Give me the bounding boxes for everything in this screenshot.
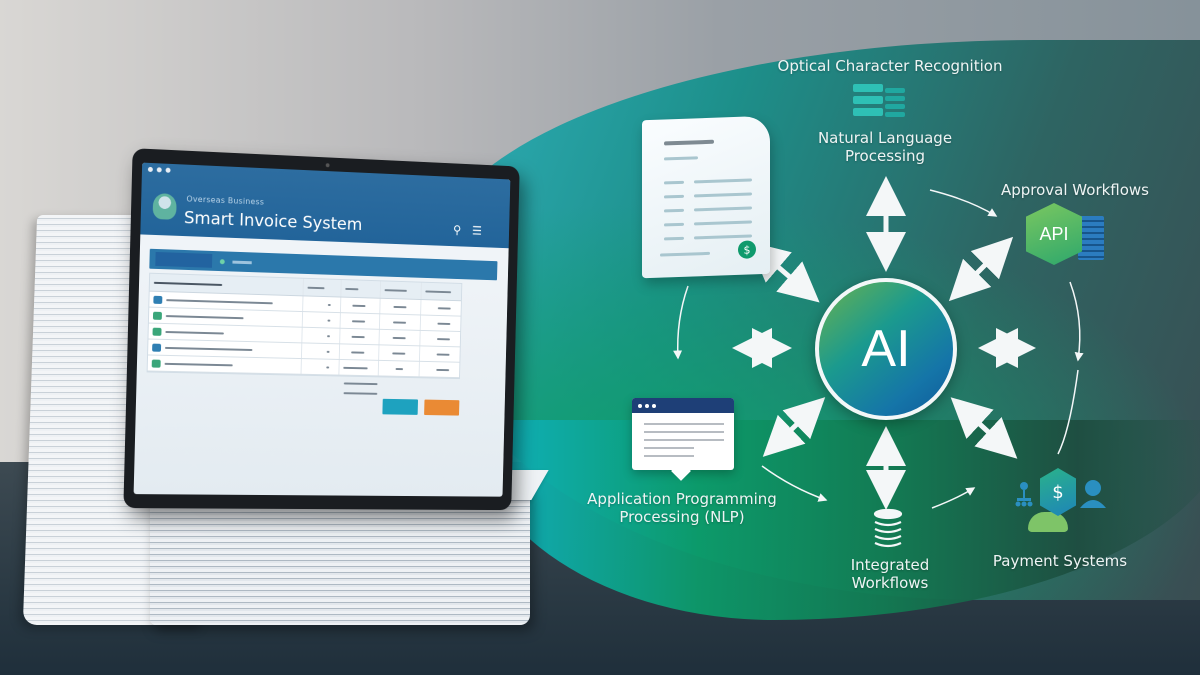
status-dot-icon: [219, 258, 225, 264]
integrated-label: Integrated Workflows: [820, 556, 960, 592]
toolbar-tab[interactable]: [155, 251, 213, 268]
hamburger-menu-icon[interactable]: ☰: [471, 223, 483, 238]
user-icon: [1080, 480, 1106, 508]
api-stack-icon: [1078, 216, 1104, 260]
window-dots: [147, 166, 171, 173]
app-header: Overseas Business Smart Invoice System ⚲…: [140, 162, 511, 249]
app-title: Smart Invoice System: [183, 208, 363, 235]
nlp-label: Natural Language Processing: [780, 129, 990, 165]
database-icon: [873, 508, 903, 548]
ocr-label: Optical Character Recognition: [777, 57, 1003, 75]
api-hexagon-icon: API: [1026, 203, 1082, 265]
nlp-label-line2: Processing: [844, 147, 926, 165]
invoice-document-icon: $: [642, 115, 770, 279]
item-icon: [152, 327, 162, 336]
invoice-totals: [145, 372, 494, 433]
invoice-table: [146, 272, 463, 380]
payment-dollar-icon: $: [1040, 468, 1076, 516]
tablet-screen: Overseas Business Smart Invoice System ⚲…: [133, 162, 511, 497]
person-icon: [1028, 512, 1068, 532]
tablet-device: Overseas Business Smart Invoice System ⚲…: [123, 148, 520, 511]
item-icon: [151, 359, 161, 368]
ocr-scan-icon: [853, 84, 905, 117]
item-icon: [153, 295, 163, 304]
toolbar-label: [232, 260, 252, 264]
item-icon: [152, 311, 162, 320]
people-network-icon: [1015, 482, 1033, 507]
integrated-label-line2: Workflows: [851, 574, 929, 592]
payment-label: Payment Systems: [992, 552, 1128, 570]
item-icon: [152, 343, 162, 352]
ai-hub: AI: [815, 278, 957, 420]
app-subtitle: Overseas Business: [186, 194, 265, 207]
confirm-button[interactable]: [382, 398, 419, 415]
api-label-line2: Processing (NLP): [619, 508, 745, 526]
user-avatar-icon[interactable]: [152, 193, 177, 220]
integrated-label-line1: Integrated: [850, 556, 930, 574]
api-label-line1: Application Programming: [587, 490, 777, 508]
api-label: Application Programming Processing (NLP): [572, 490, 792, 526]
approval-label: Approval Workflows: [1000, 181, 1149, 199]
nlp-label-line1: Natural Language: [817, 129, 953, 147]
tablet-camera: [325, 163, 330, 168]
app-window-icon: [632, 398, 734, 470]
submit-button[interactable]: [424, 399, 460, 416]
dollar-icon: $: [738, 240, 756, 259]
search-icon[interactable]: ⚲: [452, 223, 462, 237]
